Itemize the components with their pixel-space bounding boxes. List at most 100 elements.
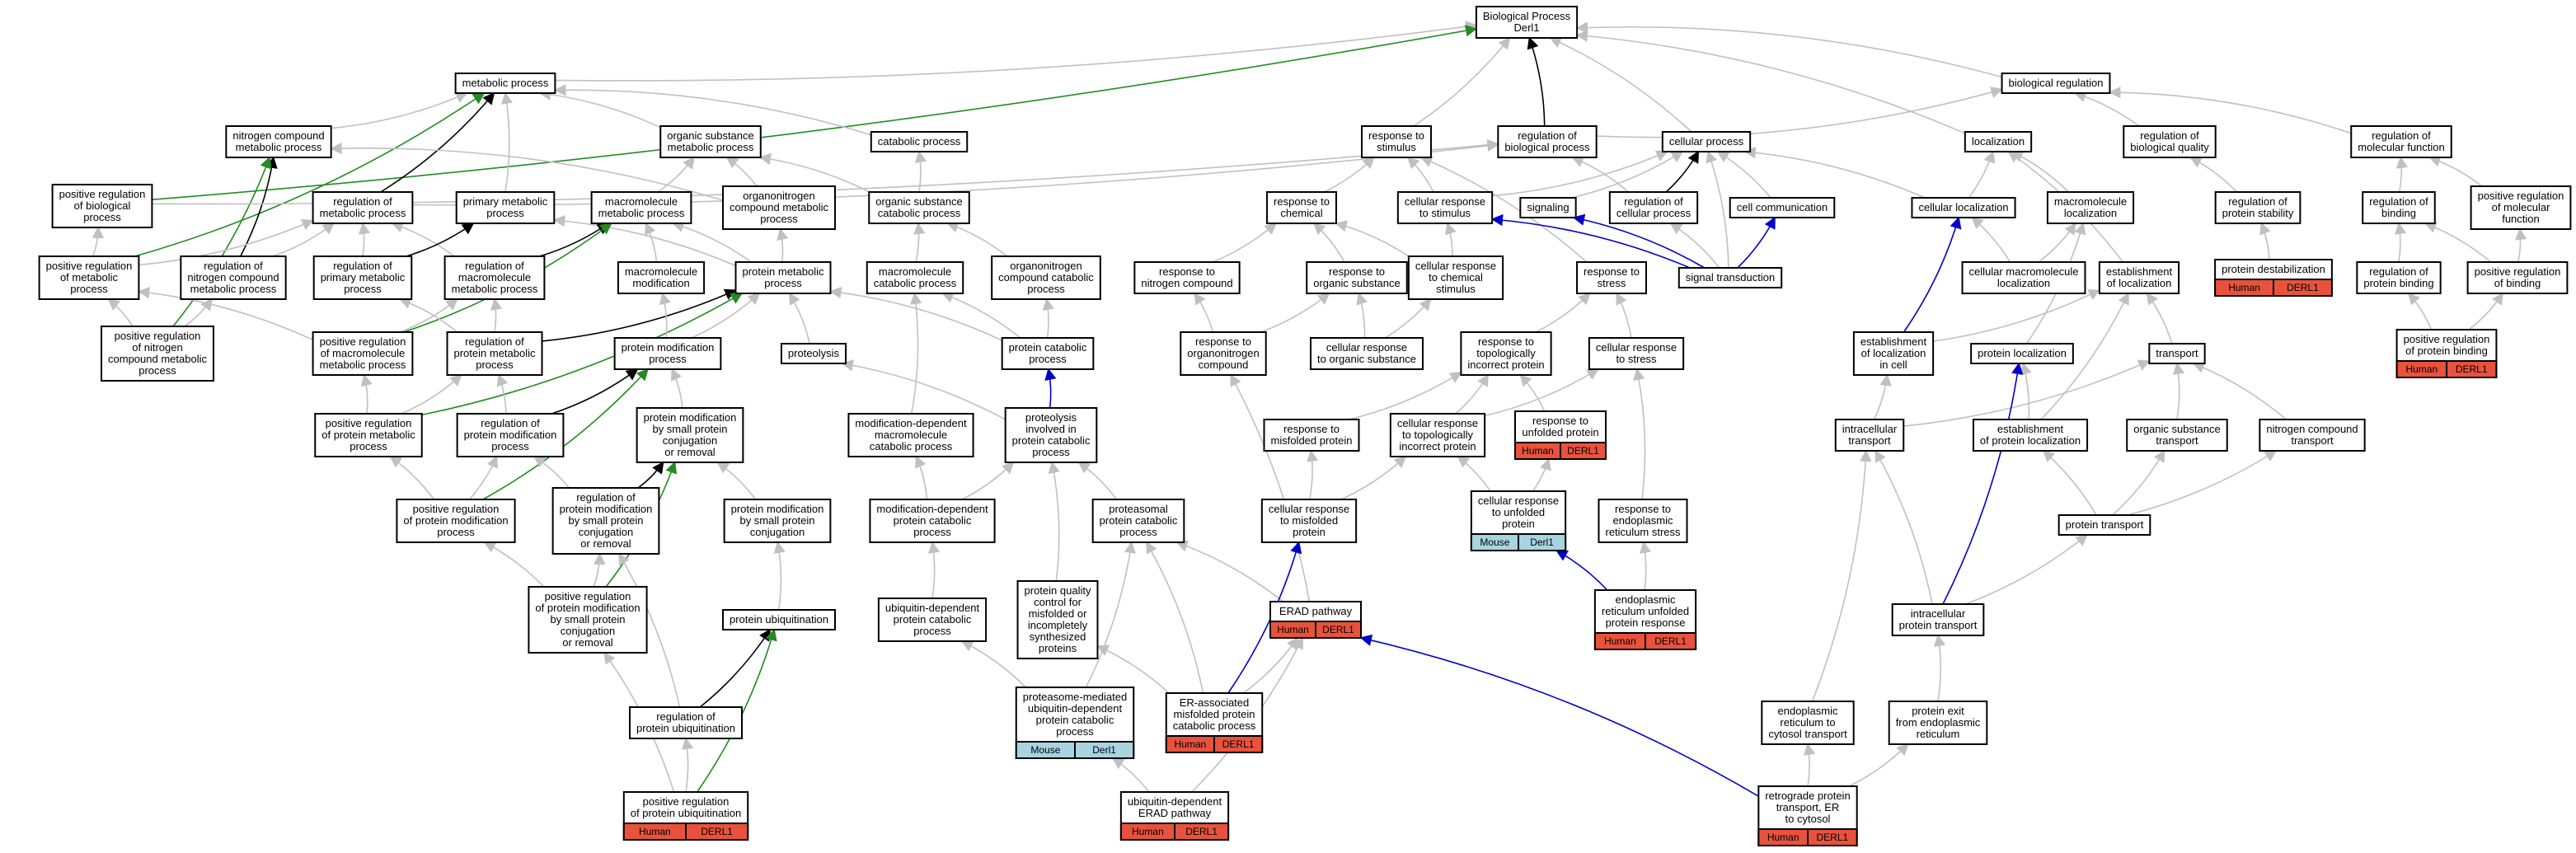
node-box — [2001, 73, 2111, 94]
node-label: macromolecule — [2054, 195, 2127, 208]
is-a-edge — [2042, 450, 2097, 516]
node-label: catabolic process — [878, 207, 961, 219]
node-box — [877, 598, 988, 642]
node-label: or removal — [580, 537, 631, 550]
gene-label: DERL1 — [2456, 363, 2488, 375]
node-label: chemical — [1280, 207, 1322, 219]
node-label: protein catabolic — [1012, 434, 1091, 447]
node-label: response to — [1329, 265, 1385, 278]
node-label: protein metabolic — [454, 347, 536, 359]
node-label: process — [913, 526, 951, 538]
node-label: Derl1 — [1513, 21, 1539, 34]
node-box — [1964, 131, 2033, 152]
gene-tag-cell — [1518, 533, 1567, 551]
is-a-edge — [412, 139, 1499, 206]
node-label: organic substance — [875, 195, 963, 208]
node-label: metabolic process — [236, 141, 322, 153]
node-label: ubiquitin-dependent — [1128, 795, 1222, 808]
node-label: intracellular — [1911, 607, 1966, 620]
node-label: unfolded protein — [1522, 426, 1598, 438]
node-label: cellular response — [1415, 260, 1496, 272]
is-a-edge — [725, 157, 758, 187]
node-box — [1852, 331, 1935, 376]
node-label: metabolic process — [320, 207, 406, 219]
is-a-edge — [1340, 456, 1407, 500]
is-a-edge — [910, 292, 922, 415]
node-label: process — [1029, 353, 1067, 365]
is-a-edge — [1175, 540, 1284, 602]
is-a-edge — [1575, 30, 1966, 134]
node-label: establishment — [1997, 423, 2064, 435]
is-a-edge — [1848, 743, 1909, 787]
is-a-edge — [2109, 87, 2352, 134]
node-box — [1729, 197, 1836, 218]
node-box — [2214, 191, 2302, 224]
node-label: protein quality — [1025, 584, 1091, 597]
node-label: organonitrogen — [743, 190, 814, 202]
node-label: positive regulation — [2475, 265, 2561, 278]
node-label: metabolic process — [190, 283, 277, 295]
node-label: organonitrogen — [1010, 260, 1082, 272]
node-label: primary metabolic — [321, 271, 406, 284]
node-label: process — [344, 283, 382, 295]
go-term-node: cellular process — [1661, 131, 1752, 152]
node-box — [1460, 331, 1552, 376]
node-label: or removal — [562, 636, 613, 649]
is-a-edge — [91, 226, 105, 257]
node-label: positive regulation — [59, 188, 146, 200]
node-label: process — [649, 353, 687, 365]
is-a-edge — [1811, 449, 1872, 702]
node-box — [1389, 413, 1486, 457]
node-label: ubiquitin-dependent — [1028, 702, 1123, 715]
node-label: of metabolic — [60, 271, 119, 284]
species-label: Human — [2405, 363, 2438, 375]
is-a-edge — [1532, 457, 1551, 492]
node-label: to stimulus — [1419, 207, 1471, 219]
node-label: cellular response — [1397, 417, 1478, 429]
node-label: proteasome-mediated — [1023, 691, 1127, 703]
node-box — [2466, 261, 2569, 294]
gene-label: DERL1 — [701, 826, 733, 837]
species-label: Human — [1767, 832, 1799, 843]
is-a-edge — [1903, 359, 2151, 427]
go-term-node: biological regulation — [2001, 73, 2111, 94]
species-label: Human — [1132, 826, 1164, 837]
is-a-edge — [1413, 36, 1511, 127]
node-label: process — [1119, 526, 1157, 538]
is-a-edge — [1572, 213, 1706, 269]
node-label: positive regulation — [2404, 333, 2490, 345]
species-label: Human — [2228, 282, 2260, 293]
node-label: function — [2502, 213, 2540, 225]
is-a-edge — [2192, 362, 2287, 420]
is-a-edge — [107, 298, 134, 327]
node-box — [1310, 337, 1424, 370]
node-label: process — [486, 207, 524, 219]
is-a-edge — [391, 221, 455, 257]
is-a-edge — [1549, 36, 1692, 133]
node-label: catabolic process — [870, 440, 953, 452]
is-a-edge — [681, 737, 694, 793]
node-box — [1260, 499, 1358, 543]
is-a-edge — [2038, 222, 2076, 263]
is-a-edge — [1077, 462, 1118, 500]
